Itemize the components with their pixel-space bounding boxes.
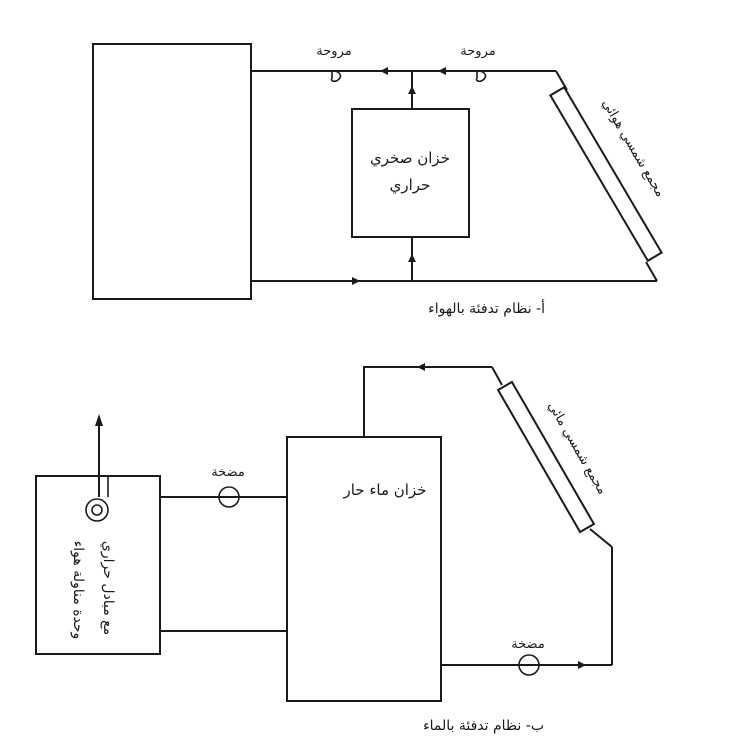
air-handler-fan-icon (85, 498, 109, 522)
water-heating-system: خزان ماء حار مجمع شمسي مائي مضخة وحدة من… (35, 363, 613, 734)
storage-bottom-arrow (408, 254, 416, 262)
system-b-caption: ب- نظام تدفئة بالماء (423, 718, 544, 734)
air-handler-label-line1: وحدة مناولة هواء (70, 541, 86, 640)
air-handler-box (35, 475, 161, 655)
rock-storage-box (351, 108, 470, 238)
bottom-duct-arrow (352, 277, 360, 285)
pump-left-icon (218, 486, 240, 508)
rock-storage-label-line1: خزان صخري (370, 149, 450, 168)
air-handler-label-line2: مع مبادل حراري (100, 541, 116, 635)
pump-bottom-icon (518, 654, 540, 676)
collector-a-outlet (645, 261, 658, 282)
collector-b-inlet (491, 366, 503, 386)
collector-a-inlet (555, 70, 568, 91)
hot-water-tank-label: خزان ماء حار (342, 481, 426, 499)
top-duct-arrow-left (380, 67, 388, 75)
top-duct-arrow-right (438, 67, 446, 75)
collector-b-outlet (589, 528, 613, 548)
air-handler-exhaust-arrow (95, 414, 103, 426)
fan-right-icon (473, 70, 487, 83)
fan-left-label: مروحة (316, 44, 351, 59)
collector-b-top-pipe (363, 366, 492, 437)
collector-b-top-arrow (417, 363, 425, 371)
hot-water-tank-box (286, 436, 442, 702)
rock-storage-label-line2: حراري (390, 176, 431, 195)
pump-left-label: مضخة (211, 465, 245, 480)
storage-top-arrow (408, 86, 416, 94)
system-a-caption: أ- نظام تدفئة بالهواء (428, 299, 545, 317)
tank-bottom-arrow (578, 661, 586, 669)
fan-right-label: مروحة (460, 44, 495, 59)
water-collector-panel (496, 380, 596, 534)
air-collector-panel (549, 85, 663, 263)
pump-bottom-label: مضخة (511, 637, 545, 652)
heated-space-box (92, 43, 252, 300)
fan-left-icon (328, 70, 342, 83)
air-handler-fan-hub (91, 504, 103, 516)
air-heating-system: خزان صخري حراري مروحة مروحة مجمع شمسي هو… (92, 43, 668, 317)
